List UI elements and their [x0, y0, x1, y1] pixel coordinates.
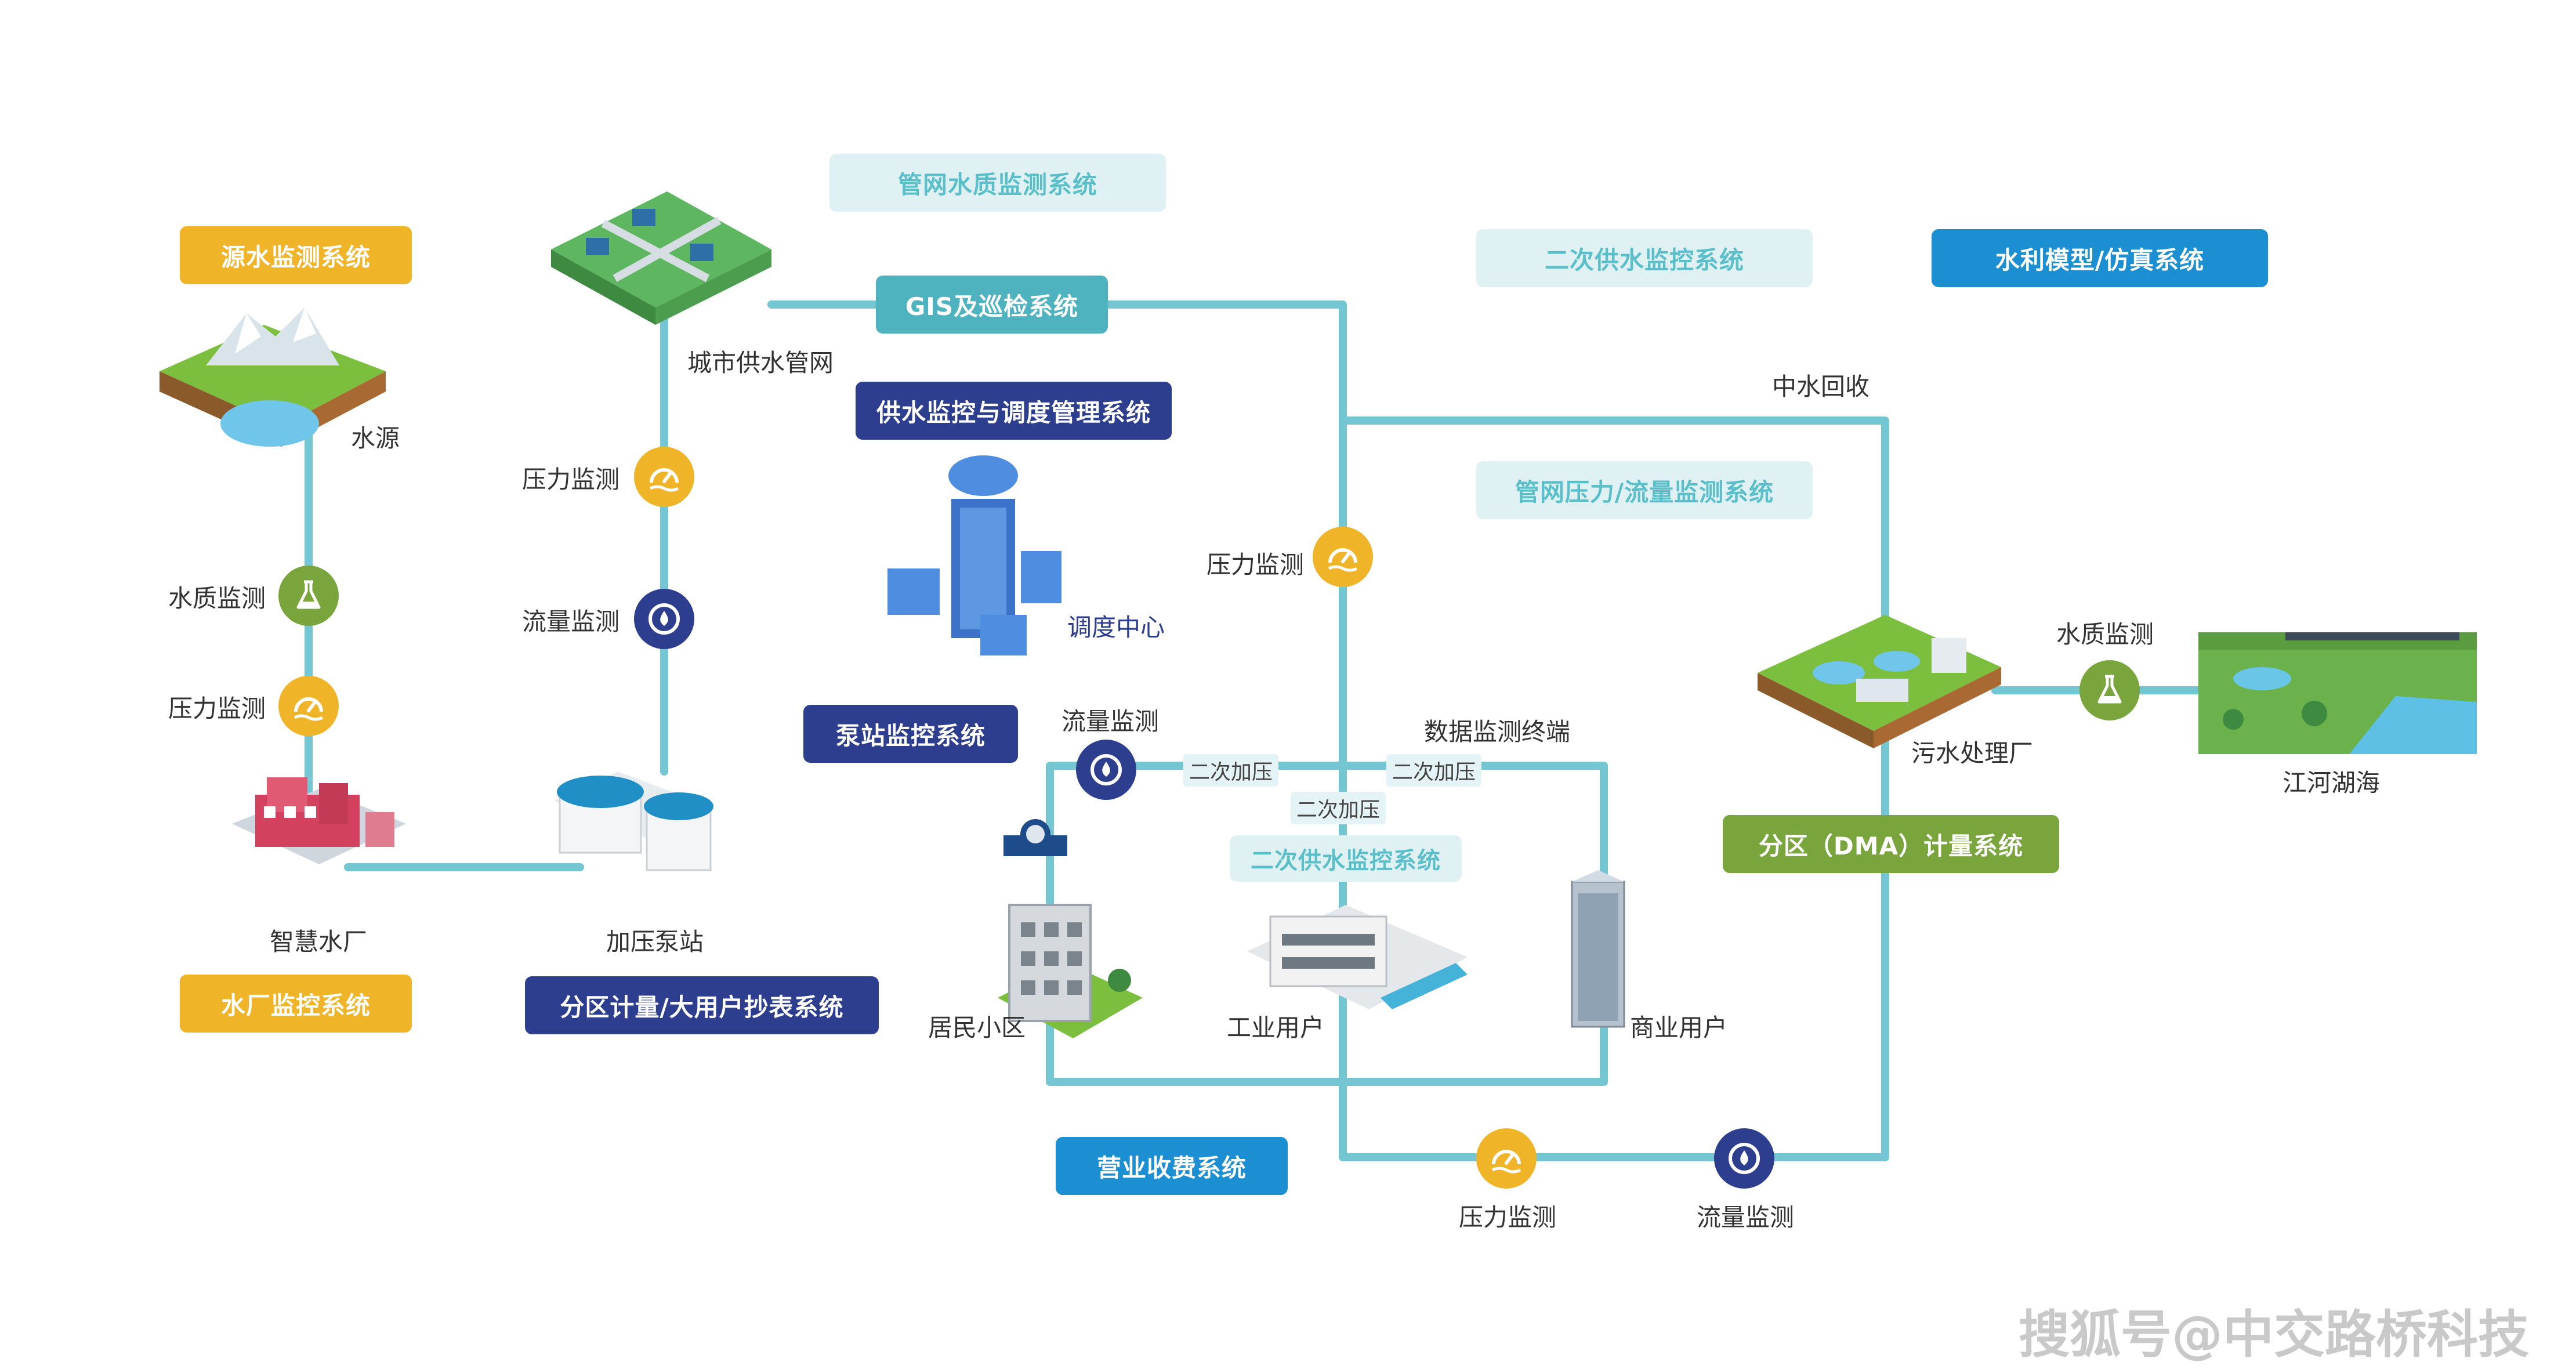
flow-meter-icon[interactable]	[1714, 1128, 1774, 1189]
water-source-illustration	[160, 307, 386, 447]
label-sewage-quality: 水质监测	[2056, 620, 2154, 649]
tag-plant-monitor[interactable]: 水厂监控系统	[180, 975, 412, 1033]
label-bottom-pressure: 压力监测	[1459, 1203, 1557, 1232]
tag-zone-meter[interactable]: 分区计量/大用户抄表系统	[525, 976, 879, 1034]
tag-hydro-model[interactable]: 水利模型/仿真系统	[1932, 229, 2268, 287]
label-src-quality: 水质监测	[168, 584, 266, 613]
label-dispatch-center: 调度中心	[1067, 613, 1165, 642]
label-rivers: 江河湖海	[2282, 769, 2381, 797]
label-reclaimed-water: 中水回收	[1772, 372, 1870, 401]
tag-secondary-mid[interactable]: 二次供水监控系统	[1230, 835, 1462, 882]
pressure-gauge-icon[interactable]	[278, 676, 339, 736]
tag-pipe-pressure-flow[interactable]: 管网压力/流量监测系统	[1476, 461, 1813, 519]
water-meter-illustration	[1003, 819, 1067, 856]
label-commercial: 商业用户	[1630, 1013, 1728, 1042]
label-residential: 居民小区	[928, 1013, 1026, 1042]
label-res-flow: 流量监测	[1061, 707, 1160, 736]
pressure-gauge-icon[interactable]	[634, 447, 694, 507]
city-network-illustration	[551, 191, 771, 325]
label-src-pressure: 压力监测	[168, 694, 266, 723]
pressure-gauge-icon[interactable]	[1476, 1128, 1537, 1189]
pressure-gauge-icon[interactable]	[1313, 527, 1373, 587]
watermark: 搜狐号@中交路桥科技	[2019, 1305, 2530, 1364]
label-net-pressure: 压力监测	[522, 465, 620, 494]
label-smart-plant: 智慧水厂	[270, 928, 368, 956]
tag-pump-station[interactable]: 泵站监控系统	[803, 705, 1018, 763]
industrial-illustration	[1247, 905, 1468, 1009]
chip-boost-left: 二次加压	[1183, 754, 1279, 787]
sewage-plant-illustration	[1758, 615, 2001, 748]
tag-secondary-top[interactable]: 二次供水监控系统	[1476, 229, 1813, 287]
smart-plant-illustration	[232, 777, 406, 864]
flow-meter-icon[interactable]	[634, 589, 694, 649]
water-quality-flask-icon[interactable]	[2079, 660, 2140, 720]
tag-dma[interactable]: 分区（DMA）计量系统	[1723, 815, 2059, 873]
tag-pipe-quality[interactable]: 管网水质监测系统	[829, 154, 1166, 212]
tag-source-monitor[interactable]: 源水监测系统	[180, 226, 412, 284]
chip-boost-center: 二次加压	[1291, 792, 1386, 824]
tag-dispatch[interactable]: 供水监控与调度管理系统	[856, 382, 1172, 440]
label-trunk-pressure: 压力监测	[1207, 551, 1305, 579]
residential-illustration	[998, 904, 1143, 1038]
label-industrial: 工业用户	[1227, 1013, 1325, 1042]
water-quality-flask-icon[interactable]	[278, 566, 339, 626]
river-landscape-illustration	[2198, 632, 2477, 754]
label-booster-station: 加压泵站	[606, 928, 704, 956]
booster-pump-illustration	[554, 772, 713, 871]
chip-boost-right: 二次加压	[1386, 754, 1482, 787]
label-city-network: 城市供水管网	[687, 349, 834, 377]
label-net-flow: 流量监测	[522, 607, 620, 636]
tag-billing[interactable]: 营业收费系统	[1056, 1137, 1288, 1195]
pipe-gis-line	[767, 300, 1889, 1161]
label-data-terminal: 数据监测终端	[1424, 718, 1571, 746]
label-water-source: 水源	[351, 424, 400, 452]
label-sewage-plant: 污水处理厂	[1911, 739, 2034, 767]
dispatch-center-illustration	[887, 455, 1061, 655]
flow-meter-icon[interactable]	[1076, 740, 1136, 800]
label-bottom-flow: 流量监测	[1697, 1203, 1795, 1232]
commercial-illustration	[1571, 870, 1625, 1028]
tag-gis[interactable]: GIS及巡检系统	[876, 276, 1108, 334]
